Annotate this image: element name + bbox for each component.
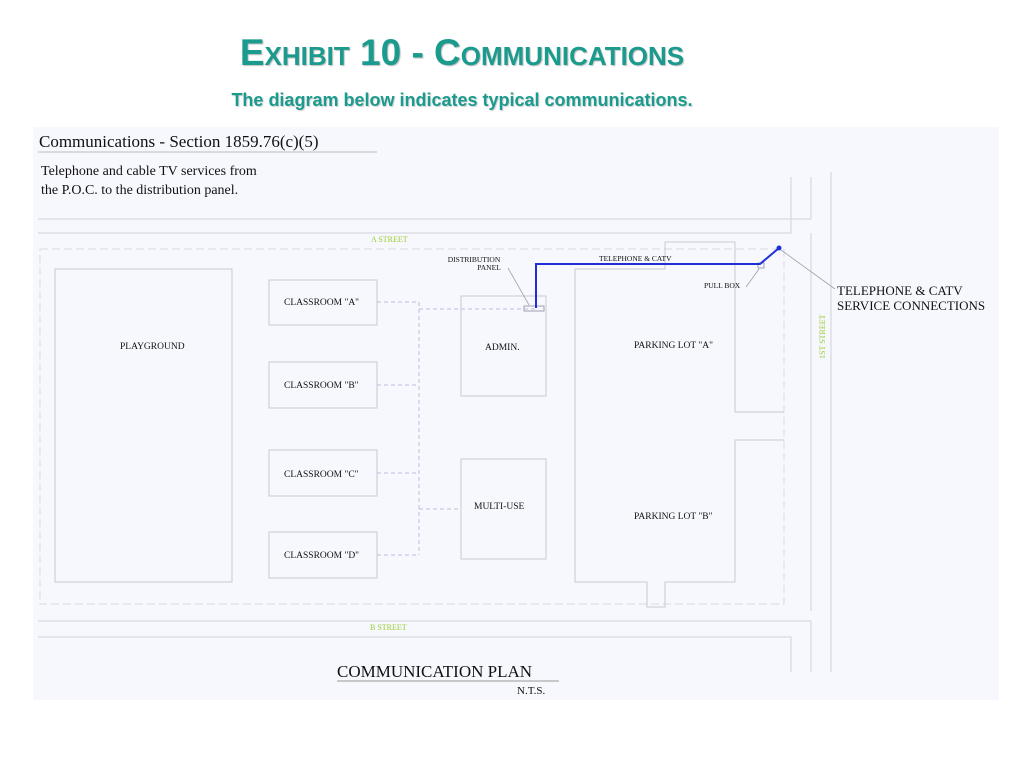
street-line bbox=[38, 636, 792, 672]
pull-box-label: PULL BOX bbox=[704, 281, 741, 290]
distribution-panel-label-1: DISTRIBUTION bbox=[448, 255, 501, 264]
description-line-2: the P.O.C. to the distribution panel. bbox=[41, 183, 238, 198]
street-lines bbox=[38, 172, 832, 672]
distribution-panel-label-2: PANEL bbox=[477, 263, 501, 272]
first-street-label: 1ST STREET bbox=[818, 314, 827, 359]
service-connection-point bbox=[776, 245, 782, 251]
telephone-catv-line-label: TELEPHONE & CATV bbox=[599, 254, 672, 263]
b-street-label: B STREET bbox=[370, 623, 407, 632]
plan-title: COMMUNICATION PLAN bbox=[337, 662, 532, 681]
multi-use-label: MULTI-USE bbox=[474, 502, 525, 512]
parking-lot-outline bbox=[575, 241, 784, 413]
section-title: Communications - Section 1859.76(c)(5) bbox=[39, 132, 319, 151]
playground-area bbox=[54, 268, 233, 583]
parking-lot-b-label: PARKING LOT "B" bbox=[634, 512, 713, 522]
communication-plan-drawing: Communications - Section 1859.76(c)(5) T… bbox=[33, 127, 999, 700]
service-connections-label-2: SERVICE CONNECTIONS bbox=[837, 298, 985, 313]
multi-use-building bbox=[460, 458, 547, 560]
playground-label: PLAYGROUND bbox=[120, 342, 185, 352]
street-line bbox=[38, 177, 792, 234]
a-street-label: A STREET bbox=[371, 235, 408, 244]
communication-links bbox=[377, 301, 535, 556]
classroom-d-label: CLASSROOM "D" bbox=[284, 551, 359, 561]
admin-building bbox=[460, 295, 547, 397]
parking-lot-outline bbox=[574, 269, 784, 608]
page-subtitle: The diagram below indicates typical comm… bbox=[231, 90, 693, 110]
plan-svg: Communications - Section 1859.76(c)(5) T… bbox=[38, 132, 985, 697]
parking-lot-a-label: PARKING LOT "A" bbox=[634, 341, 713, 351]
service-connections-label-1: TELEPHONE & CATV bbox=[837, 283, 963, 298]
distribution-panel-leader bbox=[507, 267, 530, 306]
classroom-b-label: CLASSROOM "B" bbox=[284, 381, 359, 391]
classroom-a-label: CLASSROOM "A" bbox=[284, 298, 359, 308]
telephone-catv-service-line bbox=[535, 247, 780, 308]
property-boundary bbox=[39, 248, 785, 605]
admin-label: ADMIN. bbox=[485, 343, 520, 353]
service-connection-leader bbox=[780, 249, 836, 290]
scale-note: N.T.S. bbox=[517, 685, 545, 697]
page-title: Exhibit 10 - Communications bbox=[239, 32, 685, 73]
classroom-c-label: CLASSROOM "C" bbox=[284, 470, 359, 480]
distribution-panel bbox=[523, 305, 545, 312]
pull-box-leader bbox=[745, 268, 760, 288]
description-line-1: Telephone and cable TV services from bbox=[41, 164, 257, 179]
